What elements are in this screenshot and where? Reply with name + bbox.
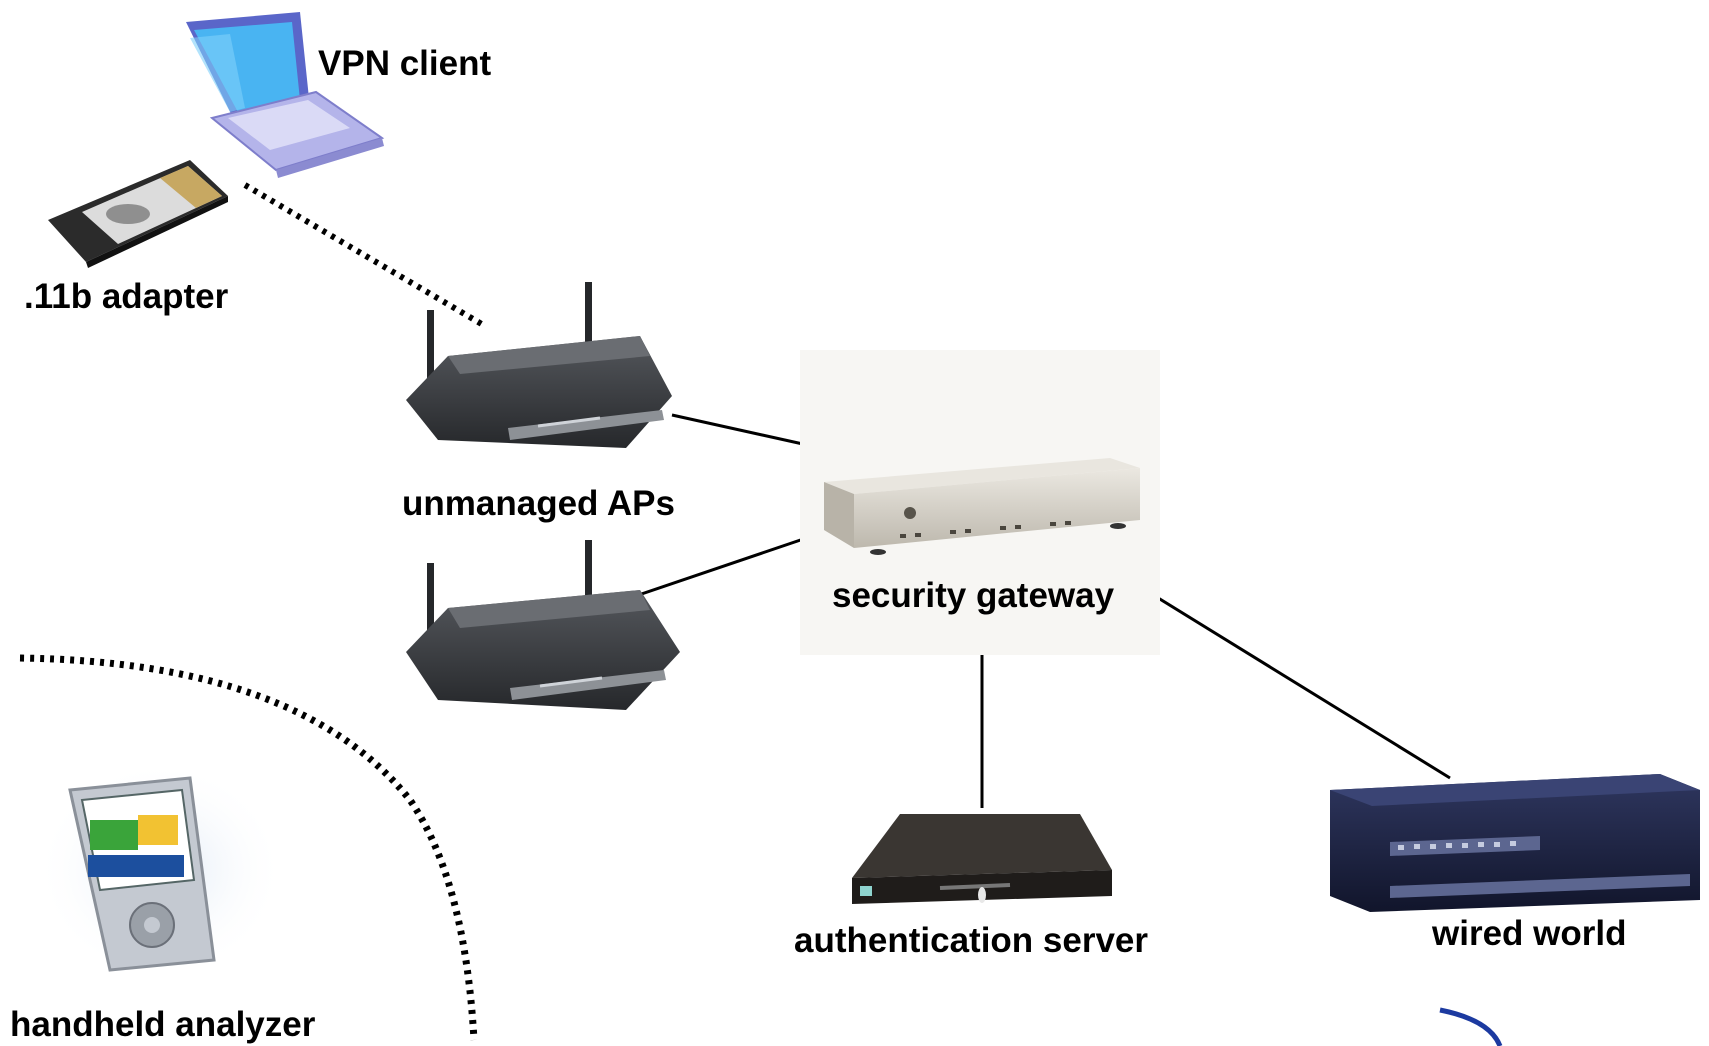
label-handheld-analyzer: handheld analyzer	[10, 1005, 316, 1044]
laptop-icon	[186, 12, 385, 178]
link-ap2-gateway	[617, 528, 831, 604]
network-switch-icon	[1330, 774, 1700, 912]
access-point-icon	[406, 540, 680, 710]
access-point-icon	[406, 282, 672, 448]
analyzer-range-arc	[19, 654, 478, 1041]
security-gateway-icon	[800, 350, 1160, 655]
label-wired-world: wired world	[1431, 914, 1626, 953]
handheld-pda-icon	[35, 760, 285, 980]
label-vpn-client: VPN client	[318, 44, 491, 83]
label-adapter: .11b adapter	[24, 277, 229, 316]
wireless-link-laptop-ap	[243, 182, 487, 329]
wireless-adapter-icon	[48, 160, 228, 268]
swoosh-logo-fragment	[1439, 1007, 1503, 1046]
label-security-gateway: security gateway	[832, 576, 1115, 615]
label-authentication-server: authentication server	[794, 921, 1148, 960]
authentication-server-icon	[852, 814, 1112, 904]
label-unmanaged-aps: unmanaged APs	[402, 484, 675, 523]
